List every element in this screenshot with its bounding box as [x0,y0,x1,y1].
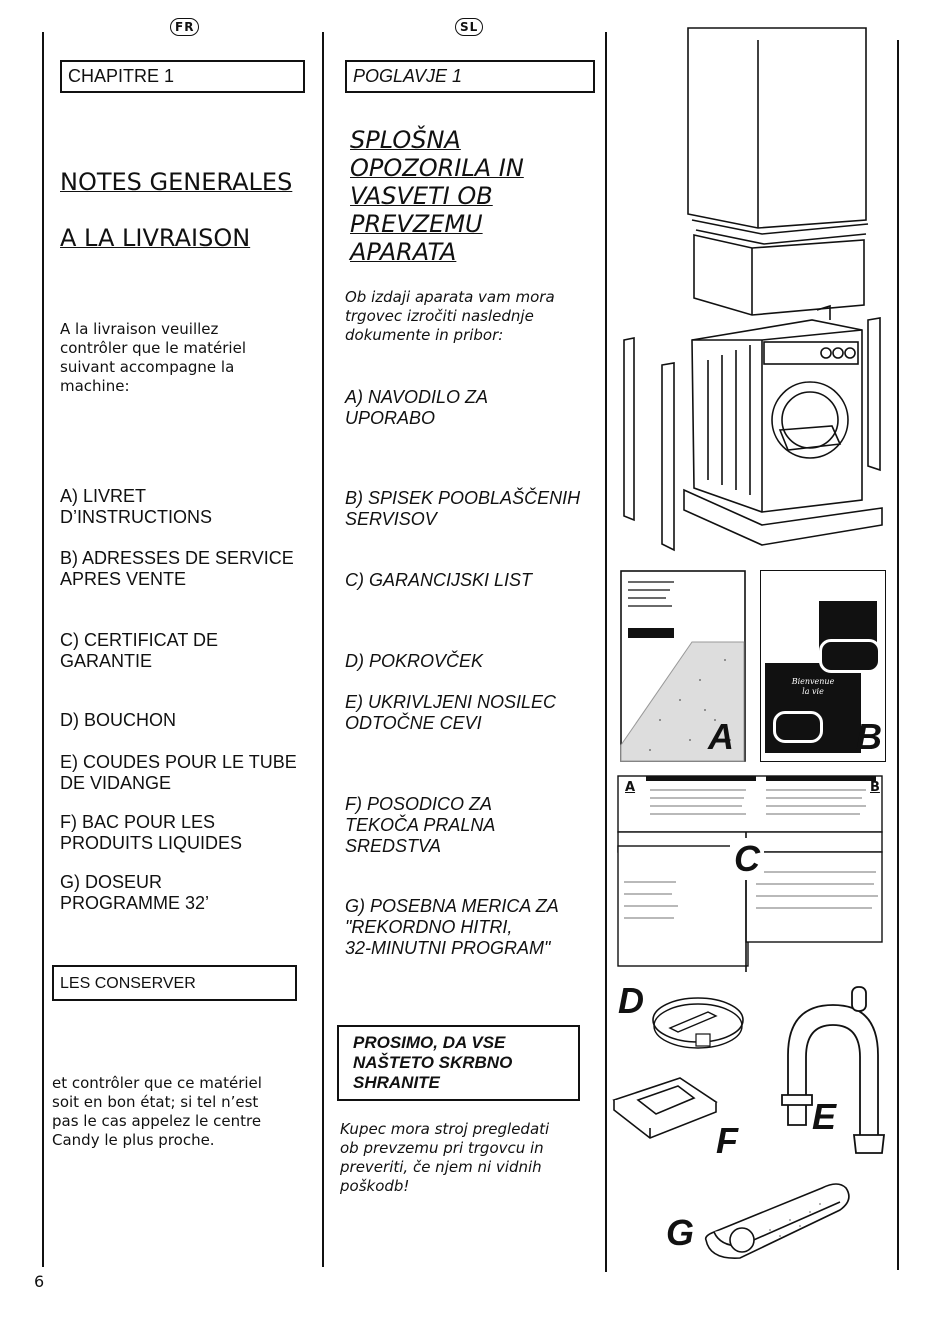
service-card-dark-lower: Bienvenue la vie [765,663,861,753]
sl-item-c: C) GARANCIJSKI LIST [345,570,533,590]
sl-item-d: D) POKROVČEK [345,651,484,671]
column-rule-middle [322,32,324,1267]
sl-chapter-box: POGLAVJE 1 [345,60,595,93]
fig-label-c: C [730,838,764,880]
fr-item-d: D) BOUCHON [60,710,176,730]
fr-item-c: C) CERTIFICAT DE GARANTIE [60,630,219,671]
column-rule-far-right [897,40,899,1270]
sl-item-e: E) UKRIVLJENI NOSILEC ODTOČNE CEVI [345,692,557,733]
fr-title: NOTES GENERALES A LA LIVRAISON [60,140,292,252]
fr-intro: A la livraison veuillez contrôler que le… [60,320,246,395]
fr-item-b: B) ADRESSES DE SERVICE APRES VENTE [60,548,294,589]
column-rule-right [605,32,607,1272]
booklet-illustration [620,570,746,762]
washing-machine-illustration [623,27,883,552]
service-card-text: Bienvenue la vie [791,677,835,696]
fr-title-line2: A LA LIVRAISON [60,224,251,252]
sl-chapter-label: POGLAVJE 1 [353,66,463,86]
liquid-tray-illustration [612,1077,718,1139]
sl-outro: Kupec mora stroj pregledati ob prevzemu … [340,1120,550,1195]
sl-intro: Ob izdaji aparata vam mora trgovec izroč… [345,288,555,344]
fr-item-e: E) COUDES POUR LE TUBE DE VIDANGE [60,752,297,793]
service-card-oval [773,711,823,743]
fr-chapter-box: CHAPITRE 1 [60,60,305,93]
fr-item-a: A) LIVRET D’INSTRUCTIONS [60,486,212,527]
fig-label-b: B [856,716,882,757]
fig-label-e: E [812,1096,837,1137]
fr-title-line1: NOTES GENERALES [60,168,293,196]
lang-mark-fr: FR [170,18,200,36]
hose-bend-illustration [781,986,886,1154]
service-card-oval-top [819,639,881,673]
sl-item-f: F) POSODICO ZA TEKOČA PRALNA SREDSTVA [345,794,496,856]
sl-item-b: B) SPISEK POOBLAŠČENIH SERVISOV [345,488,581,529]
fr-outro: et contrôler que ce matériel soit en bon… [52,1074,262,1149]
fr-chapter-label: CHAPITRE 1 [68,66,175,86]
doser-illustration [704,1183,850,1259]
sl-keep-label: PROSIMO, DA VSE NAŠTETO SKRBNO SHRANITE [353,1033,513,1092]
warranty-card-b-label: B [870,780,880,795]
fig-label-a: A [708,716,734,757]
page-number: 6 [34,1272,45,1291]
fr-keep-box: LES CONSERVER [52,965,297,1001]
sl-item-a: A) NAVODILO ZA UPORABO [345,387,489,428]
service-card-illustration: Bienvenue la vie [760,570,886,762]
column-rule-left [42,32,44,1267]
fr-keep-label: LES CONSERVER [60,974,196,992]
fig-label-f: F [716,1120,738,1161]
sl-title: SPLOŠNA OPOZORILA IN VASVETI OB PREVZEMU… [350,126,524,266]
fig-label-d: D [618,980,644,1021]
sl-keep-box: PROSIMO, DA VSE NAŠTETO SKRBNO SHRANITE [337,1025,580,1101]
fig-label-g: G [666,1212,695,1253]
sl-item-g: G) POSEBNA MERICA ZA "REKORDNO HITRI, 32… [345,896,559,958]
fr-item-g: G) DOSEUR PROGRAMME 32’ [60,872,210,913]
warranty-card-a-label: A [625,780,636,795]
cap-illustration [652,997,744,1049]
lang-mark-sl: SL [455,18,484,36]
fr-item-f: F) BAC POUR LES PRODUITS LIQUIDES [60,812,243,853]
